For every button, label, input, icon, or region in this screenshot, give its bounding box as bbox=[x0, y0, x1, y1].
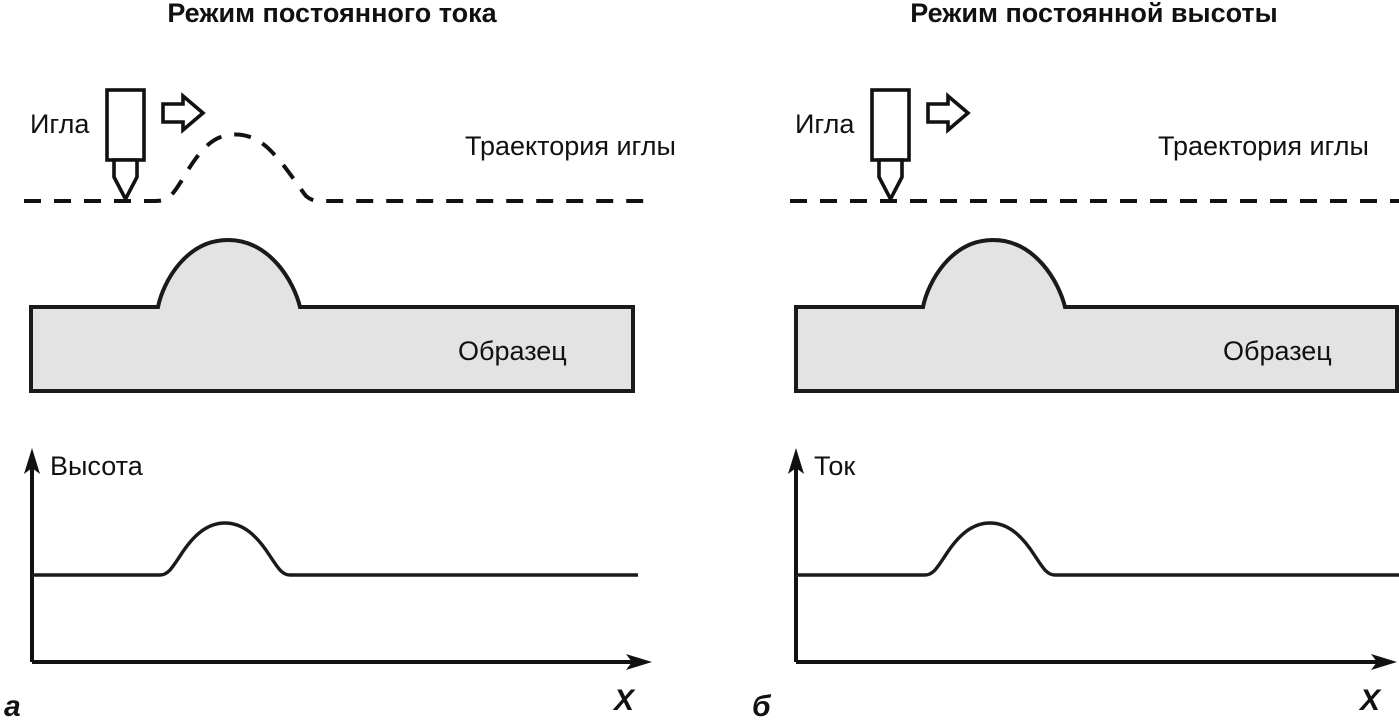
panel-b-tip bbox=[870, 88, 911, 203]
x-axis-arrow-head bbox=[1371, 654, 1397, 670]
panel-a-sample bbox=[29, 237, 635, 393]
right-arrow-icon bbox=[161, 92, 206, 134]
panel-a-label: а bbox=[4, 690, 21, 723]
panel-a-sample-label: Образец bbox=[458, 336, 567, 366]
panel-b-y-axis-label: Ток bbox=[814, 451, 855, 481]
tip-body bbox=[105, 88, 146, 162]
y-axis-arrow-head bbox=[788, 448, 804, 474]
panel-a-trajectory-label: Траектория иглы bbox=[465, 131, 676, 161]
tip-body bbox=[870, 88, 911, 162]
panel-b: Режим постоянной высоты Траектория иглы … bbox=[752, 0, 1399, 723]
panel-a-x-axis-label: X bbox=[612, 684, 636, 717]
panel-a-tip bbox=[105, 88, 146, 203]
panel-b-title: Режим постоянной высоты bbox=[910, 0, 1277, 28]
panel-a-title: Режим постоянного тока bbox=[167, 0, 497, 28]
tip-point bbox=[877, 158, 904, 203]
panel-b-signal-curve bbox=[796, 521, 1399, 577]
panel-b-graph: Ток X bbox=[788, 448, 1399, 717]
panel-b-trajectory-label: Траектория иглы bbox=[1158, 131, 1369, 161]
panel-b-sample-label: Образец bbox=[1223, 336, 1332, 366]
panel-a-y-axis-label: Высота bbox=[50, 451, 144, 481]
panel-a-tip-trajectory bbox=[24, 132, 646, 203]
panel-b-sample bbox=[794, 237, 1399, 393]
y-axis-arrow-head bbox=[24, 448, 40, 474]
panel-b-tip-label: Игла bbox=[795, 109, 855, 139]
panel-a-graph: Высота X bbox=[24, 448, 652, 717]
panel-a-tip-label: Игла bbox=[30, 109, 90, 139]
panel-a-signal-curve bbox=[32, 521, 638, 577]
right-arrow-icon bbox=[926, 92, 971, 134]
panel-a: Режим постоянного тока Траектория иглы И… bbox=[4, 0, 676, 723]
tip-point bbox=[112, 158, 139, 203]
panel-b-label: б bbox=[752, 690, 772, 723]
panel-b-x-axis-label: X bbox=[1358, 684, 1382, 717]
x-axis-arrow-head bbox=[626, 654, 652, 670]
